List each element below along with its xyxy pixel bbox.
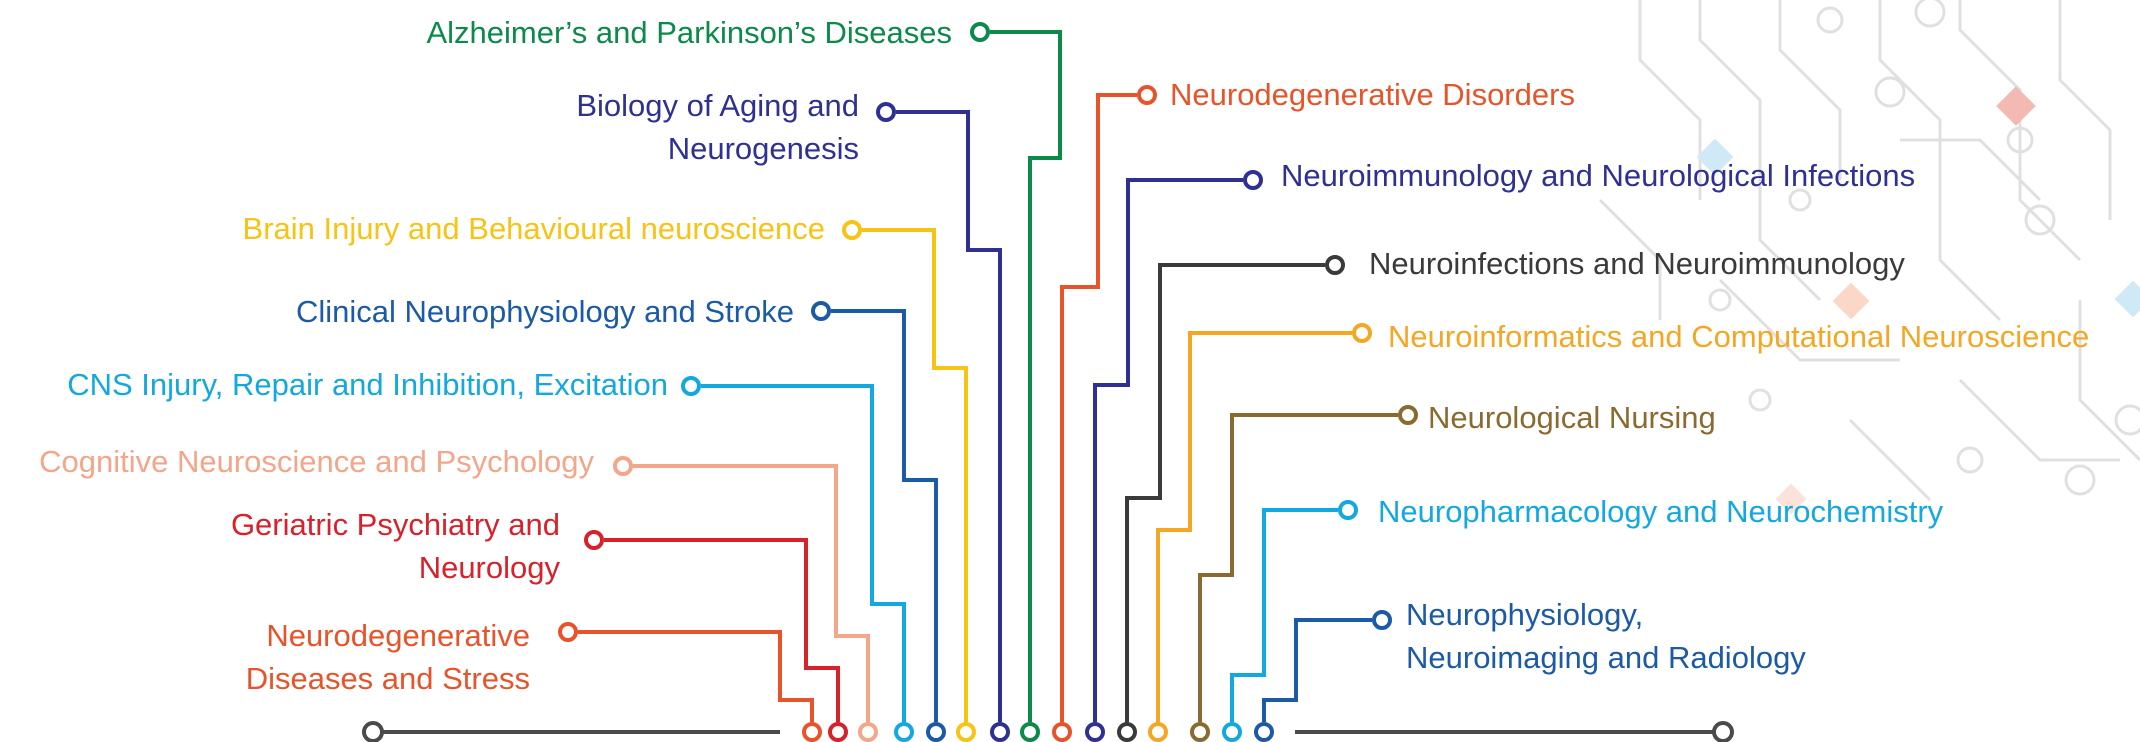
terminal-node xyxy=(802,722,822,742)
topic-label-geriatric-line2: Neurology xyxy=(419,550,561,585)
label-node-neurological-nursing xyxy=(1398,405,1418,425)
topic-label-alzheimers: Alzheimer’s and Parkinson’s Diseases xyxy=(426,15,952,50)
connector-biology-aging xyxy=(896,110,1002,722)
label-node-biology-aging xyxy=(876,102,896,122)
topic-label-neuropharmacology: Neuropharmacology and Neurochemistry xyxy=(1378,494,1944,529)
connector-alzheimers xyxy=(990,30,1062,722)
connector-neuroimmunology xyxy=(1093,178,1243,722)
topic-label-geriatric-line1: Geriatric Psychiatry and xyxy=(231,507,560,542)
label-node-neuroimmunology xyxy=(1243,170,1263,190)
topic-label-neurodegenerative-stress-line2: Diseases and Stress xyxy=(246,661,530,696)
label-node-neuroinfections xyxy=(1325,255,1345,275)
label-node-cognitive xyxy=(613,456,633,476)
background-circuit-pattern xyxy=(1598,0,2140,502)
terminal-node xyxy=(858,722,878,742)
label-node-brain-injury xyxy=(842,220,862,240)
connector-brain-injury xyxy=(862,228,968,722)
terminal-node xyxy=(990,722,1010,742)
topic-label-neurodegenerative-stress-line1: Neurodegenerative xyxy=(266,618,530,653)
label-node-cns xyxy=(681,376,701,396)
topic-label-neuroinformatics: Neuroinformatics and Computational Neuro… xyxy=(1388,319,2089,354)
topic-label-neurological-nursing: Neurological Nursing xyxy=(1428,400,1716,435)
connector-cns xyxy=(701,384,906,722)
connector-neuropharmacology xyxy=(1230,508,1338,722)
label-node-neuroinformatics xyxy=(1352,323,1372,343)
connector-neurophysiology xyxy=(1262,618,1372,722)
topic-label-biology-aging-line2: Neurogenesis xyxy=(668,131,859,166)
label-node-alzheimers xyxy=(970,22,990,42)
connector-neuroinformatics xyxy=(1156,331,1352,722)
topic-label-brain-injury: Brain Injury and Behavioural neuroscienc… xyxy=(243,211,825,246)
label-node-geriatric xyxy=(584,530,604,550)
baseline-right-end-node xyxy=(1712,721,1734,742)
terminal-node xyxy=(1148,722,1168,742)
terminal-node xyxy=(1190,722,1210,742)
topic-label-neuroimmunology: Neuroimmunology and Neurological Infecti… xyxy=(1281,158,1915,193)
connector-neuroinfections xyxy=(1125,263,1325,722)
terminal-node xyxy=(1117,722,1137,742)
label-node-neuropharmacology xyxy=(1338,500,1358,520)
terminal-node xyxy=(926,722,946,742)
terminal-node xyxy=(894,722,914,742)
terminal-node xyxy=(1085,722,1105,742)
background-diamonds xyxy=(1696,86,2140,515)
label-node-clinical xyxy=(811,301,831,321)
topic-label-clinical: Clinical Neurophysiology and Stroke xyxy=(296,294,794,329)
terminal-node xyxy=(1254,722,1274,742)
topic-label-biology-aging-line1: Biology of Aging and xyxy=(576,88,859,123)
topic-label-neuroinfections: Neuroinfections and Neuroimmunology xyxy=(1369,246,1905,281)
baseline xyxy=(362,721,1734,742)
connector-cognitive xyxy=(633,464,870,722)
connector-clinical xyxy=(831,309,938,722)
terminal-node xyxy=(828,722,848,742)
topic-label-cns: CNS Injury, Repair and Inhibition, Excit… xyxy=(67,367,668,402)
label-node-neurophysiology xyxy=(1372,610,1392,630)
terminal-node xyxy=(1222,722,1242,742)
connector-neurodegenerative-disorders xyxy=(1060,93,1137,722)
topic-label-cognitive: Cognitive Neuroscience and Psychology xyxy=(39,444,594,479)
topic-label-neurophysiology-line1: Neurophysiology, xyxy=(1406,597,1643,632)
connector-geriatric xyxy=(604,538,840,722)
terminal-node xyxy=(956,722,976,742)
terminal-node xyxy=(1052,722,1072,742)
terminal-node xyxy=(1020,722,1040,742)
label-node-neurodegenerative-disorders xyxy=(1137,85,1157,105)
topic-label-neurophysiology-line2: Neuroimaging and Radiology xyxy=(1406,640,1806,675)
baseline-left-end-node xyxy=(362,721,384,742)
topic-label-neurodegenerative-disorders: Neurodegenerative Disorders xyxy=(1170,77,1575,112)
label-node-neurodegenerative-stress xyxy=(558,622,578,642)
connector-neurological-nursing xyxy=(1198,413,1398,722)
connector-neurodegenerative-stress xyxy=(578,630,814,722)
